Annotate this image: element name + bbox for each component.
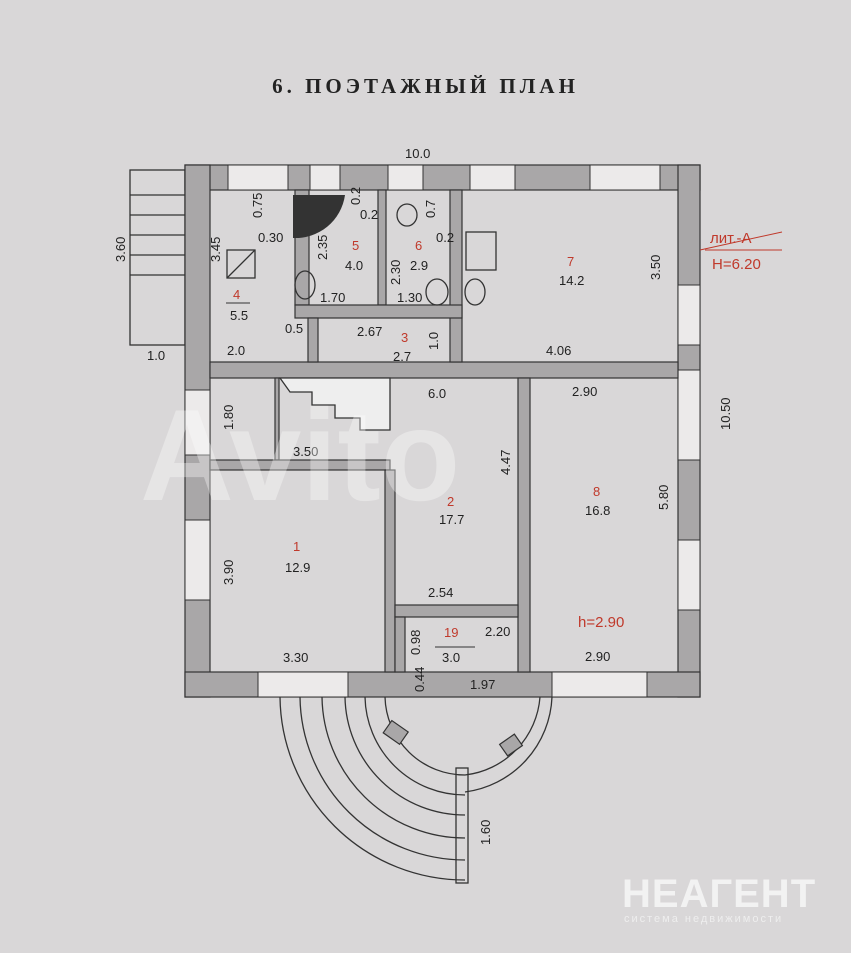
staircase: [278, 377, 391, 431]
room-4-dim: 0.30: [258, 230, 283, 245]
room-height: h=2.90: [578, 614, 624, 631]
windows: [184, 164, 701, 698]
room-2-dim: 3.50: [293, 444, 318, 459]
dim-porch-width: 1.0: [147, 348, 165, 363]
room-1-dim: 3.30: [283, 650, 308, 665]
room-4-dim: 2.0: [227, 343, 245, 358]
room-5-dim: 2.35: [315, 235, 330, 260]
room-8-number: 8: [593, 484, 600, 499]
avito-watermark: Avito: [140, 382, 461, 528]
corridor-width: 1.80: [221, 405, 236, 430]
sink-icon: [294, 270, 316, 300]
room-19-area: 3.0: [442, 650, 460, 665]
dim-porch-side: 3.60: [113, 237, 128, 262]
room-2-dim: 4.47: [498, 450, 513, 475]
room-19-dim: 0.44: [412, 667, 427, 692]
toilet-icon: [396, 203, 418, 227]
room-5-dim: 0.2: [348, 187, 363, 205]
room-8-area: 16.8: [585, 503, 610, 518]
room-7-dim: 4.06: [546, 343, 571, 358]
room-5-dim: 0.2: [360, 207, 378, 222]
room-4-dim: 0.75: [250, 193, 265, 218]
room-2-number: 2: [447, 494, 454, 509]
room-3-dim: 0.5: [285, 321, 303, 336]
room-4-number: 4: [233, 287, 240, 302]
room-3-number: 3: [401, 330, 408, 345]
brand-logo: НЕАГЕНТ: [622, 872, 817, 916]
stove-icon: [465, 231, 497, 271]
room-4-area: 5.5: [230, 308, 248, 323]
dim-total-width: 10.0: [405, 146, 430, 161]
room-6-dim: 0.2: [436, 230, 454, 245]
room-7-number: 7: [567, 254, 574, 269]
room-6-dim: 2.30: [388, 260, 403, 285]
page-title: 6. ПОЭТАЖНЫЙ ПЛАН: [272, 74, 579, 98]
sink-icon: [464, 278, 486, 306]
boiler-icon: [226, 249, 256, 279]
room-6-area: 2.9: [410, 258, 428, 273]
room-2-area: 17.7: [439, 512, 464, 527]
room-1-dim: 3.90: [221, 560, 236, 585]
dim-front-steps: 1.60: [478, 820, 493, 845]
room-6-dim: 0.7: [423, 200, 438, 218]
room-19-dim: 2.20: [485, 624, 510, 639]
room-8-dim: 5.80: [656, 485, 671, 510]
room-19-number: 19: [444, 625, 458, 640]
room-2-dim: 6.0: [428, 386, 446, 401]
room-19-dim: 0.98: [408, 630, 423, 655]
room-6-dim: 1.30: [397, 290, 422, 305]
room-3-area: 2.7: [393, 349, 411, 364]
room-5-area: 4.0: [345, 258, 363, 273]
room-5-dim: 1.70: [320, 290, 345, 305]
room-7-area: 14.2: [559, 273, 584, 288]
dim-total-length: 10.50: [718, 397, 733, 430]
litera-label: лит.-А: [710, 230, 752, 247]
room-8-dim: 2.90: [572, 384, 597, 399]
brand-logo-subtitle: система недвижимости: [624, 913, 784, 925]
fixtures: [226, 195, 497, 431]
room-5-number: 5: [352, 238, 359, 253]
room-6-number: 6: [415, 238, 422, 253]
room-3-dim: 2.67: [357, 324, 382, 339]
front-round-steps: [279, 696, 553, 884]
room-4-dim: 3.45: [208, 237, 223, 262]
side-porch-steps: [129, 169, 186, 346]
room-1-area: 12.9: [285, 560, 310, 575]
building-height: H=6.20: [712, 256, 761, 273]
interior-walls: [209, 189, 679, 673]
room-3-dim: 1.0: [426, 332, 441, 350]
sink-icon: [425, 278, 449, 306]
room-7-dim: 3.50: [648, 255, 663, 280]
room-8-dim: 2.90: [585, 649, 610, 664]
room-1-number: 1: [293, 539, 300, 554]
room-2-dim: 2.54: [428, 585, 453, 600]
shower-icon: [293, 195, 345, 239]
room-19-dim: 1.97: [470, 677, 495, 692]
